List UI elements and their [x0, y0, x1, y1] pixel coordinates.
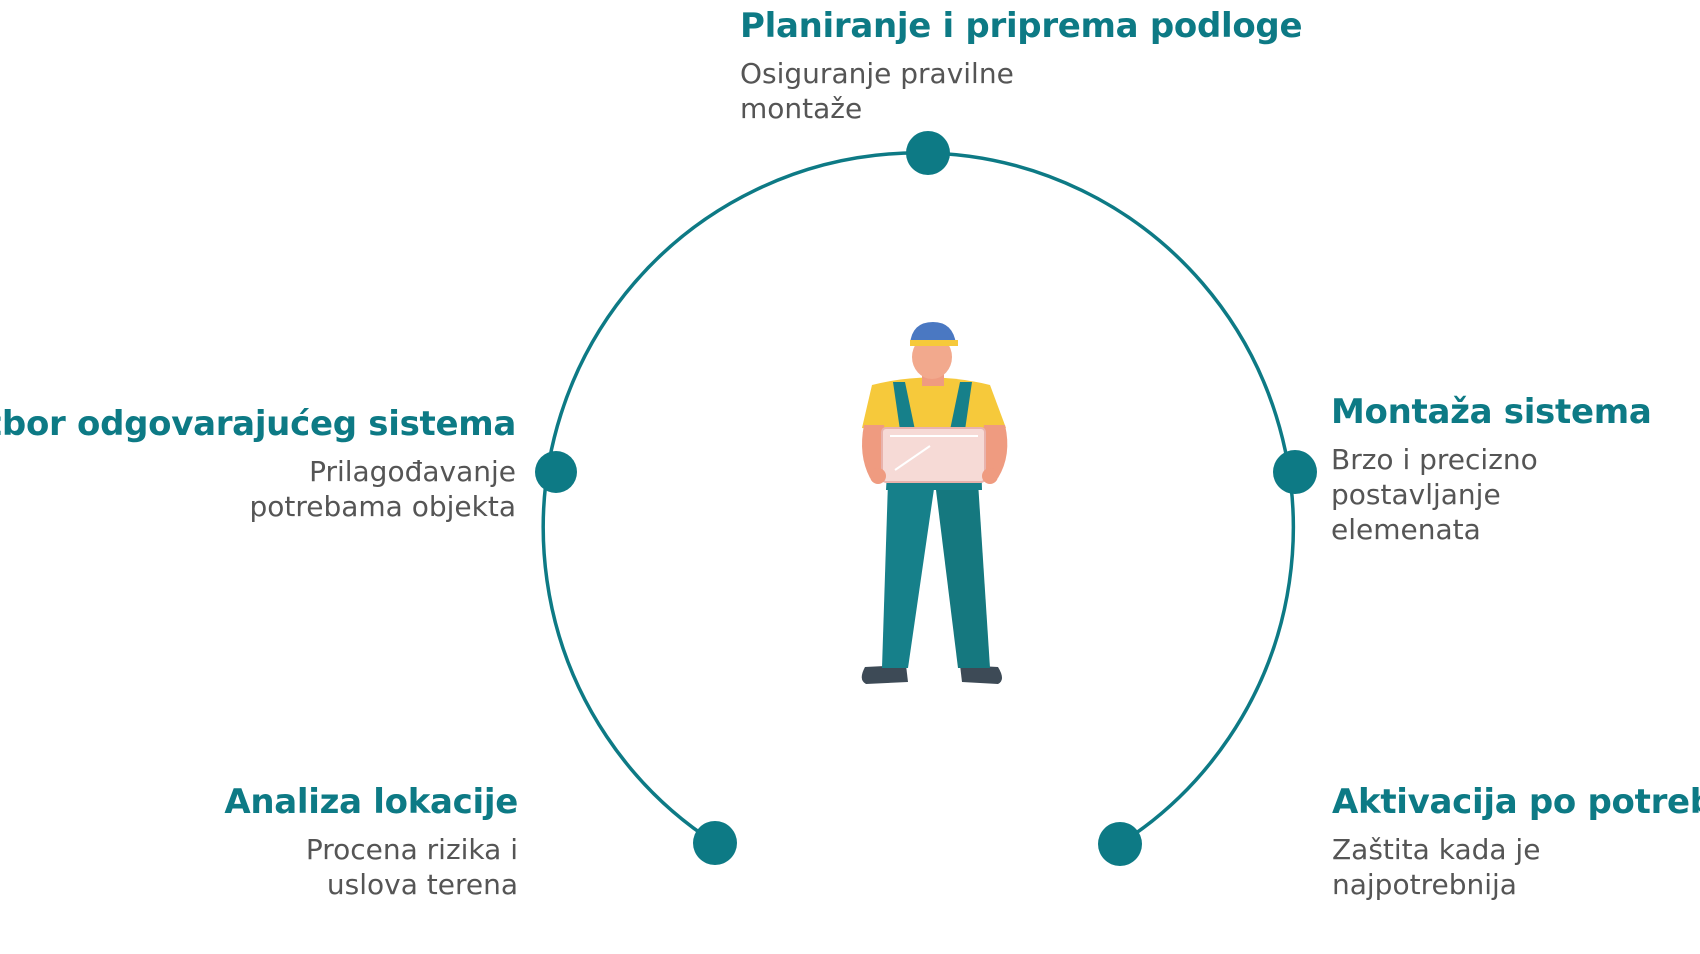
- step-analiza: Analiza lokacije Procena rizika i uslova…: [224, 782, 518, 902]
- step-title: Montaža sistema: [1331, 392, 1652, 432]
- node-analiza: [693, 821, 737, 865]
- step-montaza: Montaža sistema Brzo i precizno postavlj…: [1331, 392, 1652, 547]
- step-description: Brzo i precizno postavljanje elemenata: [1331, 443, 1538, 546]
- step-title: Planiranje i priprema podloge: [740, 6, 1303, 46]
- node-izbor: [535, 451, 577, 493]
- step-title: Izbor odgovarajućeg sistema: [0, 404, 516, 444]
- node-planiranje: [906, 131, 950, 175]
- step-aktivacija: Aktivacija po potrebi Zaštita kada je na…: [1332, 782, 1700, 902]
- step-izbor: Izbor odgovarajućeg sistema Prilagođavan…: [0, 404, 516, 524]
- step-title: Analiza lokacije: [224, 782, 518, 822]
- step-description: Osiguranje pravilne montaže: [740, 57, 1014, 125]
- step-description: Prilagođavanje potrebama objekta: [249, 455, 516, 523]
- node-aktivacija: [1098, 822, 1142, 866]
- step-title: Aktivacija po potrebi: [1332, 782, 1700, 822]
- step-planiranje: Planiranje i priprema podloge Osiguranje…: [740, 6, 1303, 126]
- step-description: Zaštita kada je najpotrebnija: [1332, 833, 1541, 901]
- worker-icon: [861, 322, 1008, 684]
- step-description: Procena rizika i uslova terena: [305, 833, 518, 901]
- node-montaza: [1273, 450, 1317, 494]
